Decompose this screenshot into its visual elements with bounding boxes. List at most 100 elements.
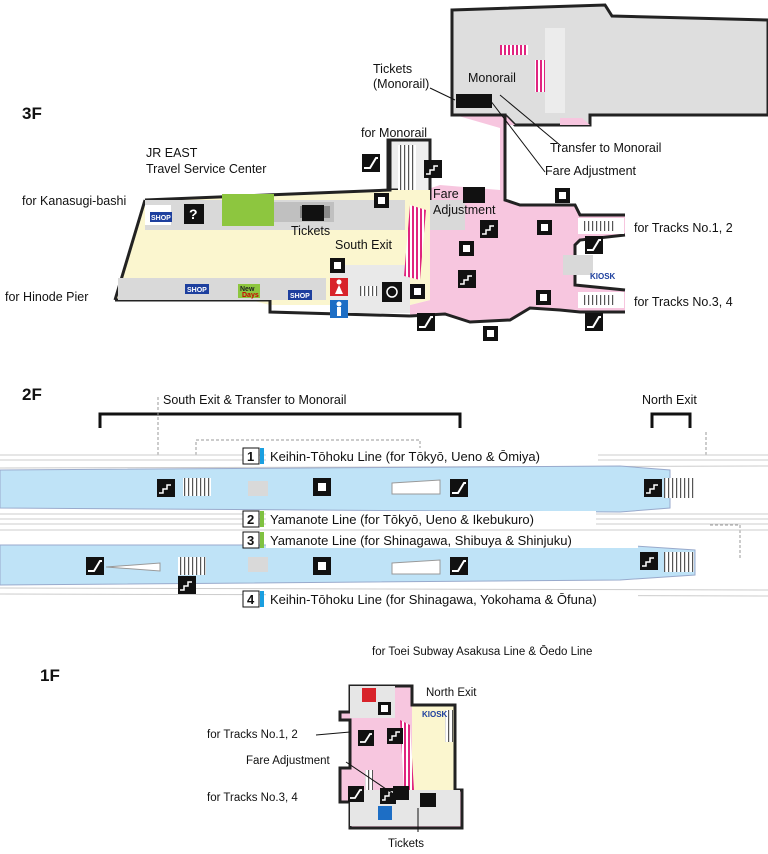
locker-icon-1	[374, 193, 389, 208]
stairs-icon-monorail	[424, 160, 442, 178]
floor-label-3f: 3F	[22, 104, 42, 123]
locker-icon-7	[410, 284, 425, 299]
label-monorail: Monorail	[468, 71, 516, 85]
shop-badge-2	[185, 284, 209, 294]
label-tickets-monorail-2: (Monorail)	[373, 77, 429, 91]
ticket-machine-icon-1f	[420, 793, 436, 807]
fare-gates-north	[400, 720, 414, 790]
monorail-stairs-top	[500, 45, 528, 55]
fare-gates-south	[404, 205, 426, 280]
newdays-kiosk-top	[222, 194, 274, 226]
stairs-icon-2	[458, 270, 476, 288]
label-tracks-34-3f: for Tracks No.3, 4	[634, 295, 733, 309]
shop-label-3: SHOP	[290, 293, 310, 300]
locker-icon-p12	[313, 478, 331, 496]
shop-label-2: SHOP	[187, 287, 207, 294]
floor-2f: 2F South Exit & Transfer to Monorail Nor…	[0, 385, 768, 608]
stairs-icon-p34-left	[178, 576, 196, 594]
monorail-building	[450, 3, 768, 127]
monorail-stairs-side	[535, 60, 545, 92]
restroom-women-icon-1f	[362, 688, 376, 702]
label-for-kanasugi: for Kanasugi-bashi	[22, 194, 126, 208]
shop-badge-3	[288, 290, 312, 300]
floor-label-2f: 2F	[22, 385, 42, 404]
escalator-icon-1f-2	[348, 786, 364, 802]
stairs-icon-1	[480, 220, 498, 238]
label-south-exit-transfer: South Exit & Transfer to Monorail	[163, 393, 346, 407]
label-fare-1: Fare	[433, 187, 459, 201]
label-travel-service: Travel Service Center	[146, 162, 266, 176]
label-transfer-monorail: Transfer to Monorail	[550, 141, 661, 155]
escalator-icon-p34	[450, 557, 468, 575]
wheelchair-icon	[382, 282, 402, 302]
label-fare-adjustment-right: Fare Adjustment	[545, 164, 637, 178]
stairs-icon-p12-left	[157, 479, 175, 497]
question-info-icon: ?	[184, 204, 204, 224]
bracket-south	[98, 412, 462, 428]
platform-1-2	[0, 465, 671, 513]
locker-icon-3	[537, 220, 552, 235]
locker-icon-2	[555, 188, 570, 203]
track-line-3: Yamanote Line (for Shinagawa, Shibuya & …	[270, 533, 572, 548]
label-north-exit-2f: North Exit	[642, 393, 697, 407]
newdays-badge	[238, 284, 260, 298]
kiosk-label-1f: KIOSK	[422, 710, 448, 719]
escalator-icon-p12	[450, 479, 468, 497]
track-number-3: 3	[247, 533, 254, 548]
escalator-icon-1	[417, 313, 435, 331]
newdays-label-1: New	[240, 286, 255, 293]
track-line-1: Keihin-Tōhoku Line (for Tōkyō, Ueno & Ōm…	[270, 449, 540, 464]
stairs-icon-p12-right	[644, 479, 662, 497]
label-tickets-1f: Tickets	[388, 838, 424, 850]
svg-text:?: ?	[189, 206, 198, 222]
floor-3f: 3F SHOP SHOP SHOP New Days	[5, 3, 768, 341]
restroom-men-icon-1f	[378, 806, 392, 820]
label-tickets-monorail-1: Tickets	[373, 62, 412, 76]
label-jr-east: JR EAST	[146, 146, 198, 160]
stairs-for-monorail	[398, 145, 416, 193]
track-2-label: 2 Yamanote Line (for Tōkyō, Ueno & Ikebu…	[242, 510, 596, 528]
stairs-tracks-34	[584, 295, 616, 305]
shop-badge-kanasugi	[150, 212, 172, 222]
platform-3-4	[0, 544, 696, 586]
label-north-exit-1f: North Exit	[426, 687, 477, 699]
escalator-icon-2	[585, 313, 603, 331]
track-number-2: 2	[247, 512, 254, 527]
locker-icon-4	[459, 241, 474, 256]
track-line-2: Yamanote Line (for Tōkyō, Ueno & Ikebuku…	[270, 512, 534, 527]
stairs-icon-1f-1	[387, 728, 403, 744]
track-number-1: 1	[247, 449, 254, 464]
track-3-label: 3 Yamanote Line (for Shinagawa, Shibuya …	[242, 531, 638, 549]
track-number-4: 4	[247, 592, 255, 607]
shop-label-1: SHOP	[151, 215, 171, 222]
locker-icon-p34	[313, 557, 331, 575]
label-for-toei: for Toei Subway Asakusa Line & Ōedo Line	[372, 646, 592, 658]
bracket-north	[650, 412, 692, 428]
label-tickets-3f: Tickets	[291, 224, 330, 238]
label-for-monorail: for Monorail	[361, 126, 427, 140]
label-south-exit: South Exit	[335, 238, 393, 252]
locker-icon-5	[536, 290, 551, 305]
track-4-label: 4 Keihin-Tōhoku Line (for Shinagawa, Yok…	[242, 590, 638, 608]
label-tracks-12-3f: for Tracks No.1, 2	[634, 221, 733, 235]
locker-icon-1f-1	[378, 702, 391, 715]
stairs-icon-p34-right	[640, 552, 658, 570]
label-tracks-12-1f: for Tracks No.1, 2	[207, 729, 298, 741]
escalator-icon-monorail	[362, 154, 380, 172]
escalator-icon-3	[585, 236, 603, 254]
ticket-office-icon-fare	[463, 187, 485, 203]
ticket-machine-icon-3f	[302, 205, 324, 221]
floor-1f: 1F for Toei Subway Asakusa Line & Ōedo L…	[40, 646, 592, 850]
label-fare-2: Adjustment	[433, 203, 496, 217]
escalator-icon-1f-1	[358, 730, 374, 746]
label-fare-adjustment-1f: Fare Adjustment	[246, 755, 331, 767]
kiosk-label-3f: KIOSK	[590, 272, 616, 281]
floor-label-1f: 1F	[40, 666, 60, 685]
newdays-label-2: Days	[242, 292, 259, 299]
locker-icon-8	[330, 258, 345, 273]
locker-icon-6	[483, 326, 498, 341]
label-tracks-34-1f: for Tracks No.3, 4	[207, 792, 298, 804]
label-for-hinode: for Hinode Pier	[5, 290, 88, 304]
ticket-office-icon-1f	[393, 786, 409, 800]
